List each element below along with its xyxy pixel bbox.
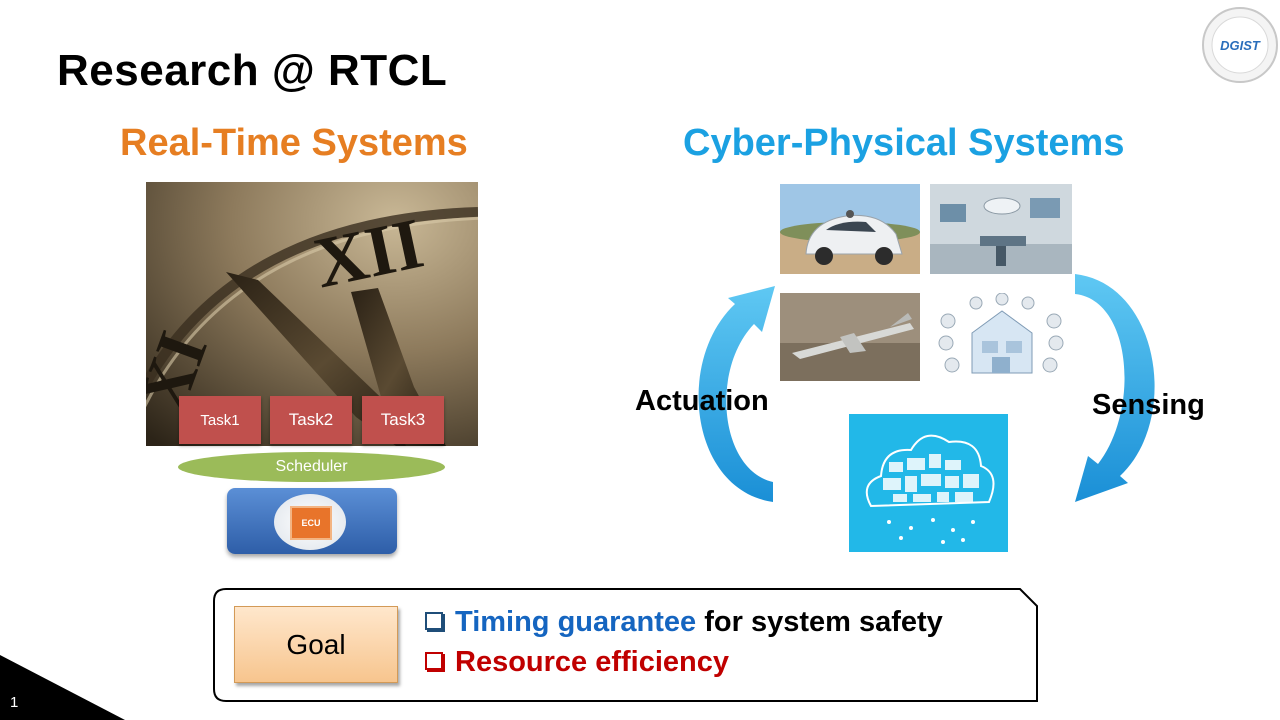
scheduler-ellipse: Scheduler <box>178 452 445 482</box>
logo-text: DGIST <box>1220 38 1261 53</box>
cps-heading: Cyber-Physical Systems <box>683 122 1125 164</box>
system-safety-text: for system safety <box>696 606 943 638</box>
task2-block: Task2 <box>270 396 352 444</box>
drone-image <box>780 293 920 381</box>
checkbox-icon <box>425 652 443 670</box>
checkbox-icon <box>425 612 443 630</box>
slide-title: Research @ RTCL <box>57 46 448 95</box>
self-driving-car-image <box>780 184 920 274</box>
goal-item-resource: Resource efficiency <box>425 646 729 679</box>
actuation-arrow <box>698 286 775 502</box>
cloud-of-devices-image <box>849 414 1008 552</box>
goal-frame <box>213 588 1038 702</box>
smart-home-image <box>930 293 1072 381</box>
timing-guarantee-text: Timing guarantee <box>455 606 697 638</box>
actuation-label: Actuation <box>635 385 769 417</box>
page-corner-triangle <box>0 655 125 720</box>
sensing-arrow <box>1075 274 1155 502</box>
rts-heading: Real-Time Systems <box>120 122 468 164</box>
ecu-chip: ECU <box>290 506 332 540</box>
operating-room-image <box>930 184 1072 274</box>
task1-block: Task1 <box>179 396 261 444</box>
sensing-label: Sensing <box>1092 389 1205 421</box>
dgist-logo: DGIST <box>1201 6 1279 84</box>
resource-efficiency-text: Resource efficiency <box>455 646 730 678</box>
cycle-arrows <box>698 274 1155 502</box>
task3-block: Task3 <box>362 396 444 444</box>
goal-button: Goal <box>234 606 398 683</box>
goal-item-timing: Timing guarantee for system safety <box>425 606 943 639</box>
page-number: 1 <box>10 694 19 711</box>
